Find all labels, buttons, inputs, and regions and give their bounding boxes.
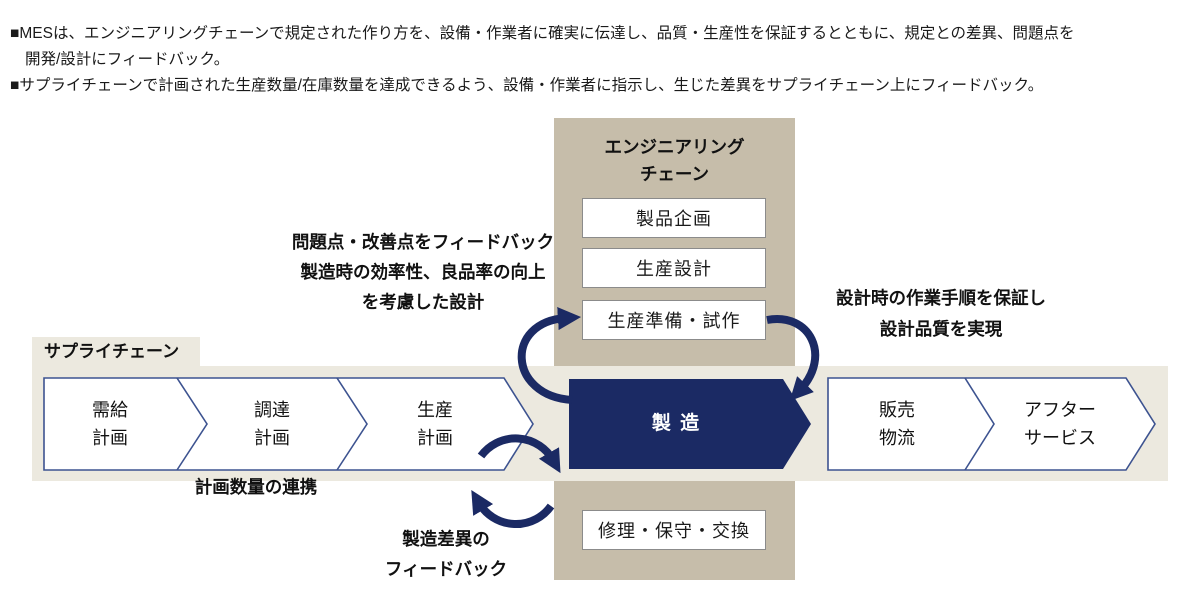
step-label-line: 計画 (254, 428, 290, 448)
engineering-chain-title: エンジニアリング チェーン (554, 134, 795, 188)
intro-bullet-1-line-2: 開発/設計にフィードバック。 (25, 51, 230, 68)
annotation-plan-quantity-link: 計画数量の連携 (194, 477, 318, 497)
intro-bullet-2: ■サプライチェーンで計画された生産数量/在庫数量を達成できるよう、設備・作業者に… (10, 77, 1044, 94)
step-label-line: 調達 (254, 400, 290, 420)
annotation-line: 設計時の作業手順を保証し (836, 288, 1046, 308)
step-label-line: 物流 (879, 428, 915, 448)
annotation-line: 設計品質を実現 (879, 319, 1003, 339)
step-label-line: 生産 (417, 400, 453, 420)
step-label-line: アフター (1024, 400, 1096, 420)
step-label-line: 計画 (92, 428, 128, 448)
supply-step-demand-planning: 需給 計画 (40, 396, 180, 452)
supply-step-production-planning: 生産 計画 (365, 396, 505, 452)
engineering-chain-panel: エンジニアリング チェーン 製品企画 生産設計 生産準備・試作 修理・保守・交換 (554, 118, 795, 580)
supply-step-procurement-planning: 調達 計画 (202, 396, 342, 452)
annotation-manufacturing-difference-feedback: 製造差異の フィードバック (336, 524, 556, 584)
cycle-arrow-bottom (471, 490, 555, 529)
engineering-chain-title-line-2: チェーン (639, 164, 710, 184)
annotation-line: を考慮した設計 (361, 292, 485, 312)
engineering-box-production-design: 生産設計 (582, 248, 766, 288)
step-label-line: 計画 (417, 428, 453, 448)
engineering-box-repair-maintenance-replace: 修理・保守・交換 (582, 510, 766, 550)
annotation-line: 問題点・改善点をフィードバック (291, 232, 555, 252)
engineering-chain-title-line-1: エンジニアリング (604, 137, 745, 157)
annotation-design-feedback: 問題点・改善点をフィードバック 製造時の効率性、良品率の向上 を考慮した設計 (256, 227, 590, 317)
step-label-line: 販売 (879, 400, 915, 420)
manufacturing-label: 製 造 (651, 413, 702, 434)
annotation-line: フィードバック (384, 559, 508, 579)
engineering-box-production-prep-trial: 生産準備・試作 (582, 300, 766, 340)
step-label-line: 需給 (92, 400, 128, 420)
supply-chain-label-tab: サプライチェーン (32, 337, 200, 369)
intro-bullet-1-line-1: ■MESは、エンジニアリングチェーンで規定された作り方を、設備・作業者に確実に伝… (10, 25, 1075, 42)
annotation-design-quality: 設計時の作業手順を保証し 設計品質を実現 (791, 283, 1091, 345)
annotation-line: 製造差異の (402, 529, 490, 549)
supply-chain-label: サプライチェーン (44, 342, 180, 361)
annotation-line: 製造時の効率性、良品率の向上 (300, 262, 546, 282)
step-label-line: サービス (1024, 428, 1096, 448)
supply-step-after-service: アフター サービス (990, 396, 1130, 452)
intro-text: ■MESは、エンジニアリングチェーンで規定された作り方を、設備・作業者に確実に伝… (10, 21, 1190, 99)
supply-step-sales-logistics: 販売 物流 (827, 396, 967, 452)
engineering-box-product-planning: 製品企画 (582, 198, 766, 238)
